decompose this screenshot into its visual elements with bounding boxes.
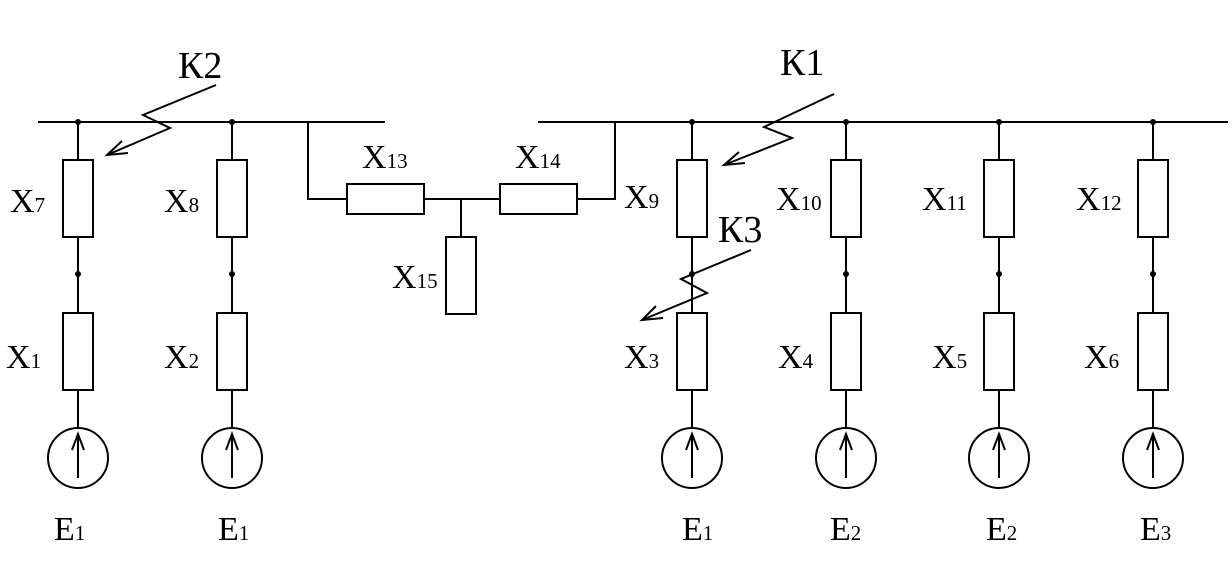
resistor-x8 [216, 159, 248, 238]
label-source-2: E1 [218, 511, 249, 548]
resistor-x11 [983, 159, 1015, 238]
fault-k3-arrow [639, 249, 752, 322]
label-source-6: E3 [1140, 511, 1171, 548]
label-x11: X11 [922, 181, 967, 218]
resistor-x15 [445, 236, 477, 315]
label-x6: X6 [1084, 339, 1119, 376]
label-source-3: E1 [682, 511, 713, 548]
resistor-x9 [676, 159, 708, 238]
label-x13: X13 [362, 139, 408, 176]
label-source-4: E2 [830, 511, 861, 548]
branch-x9-x3 [661, 122, 723, 489]
source-e3 [1122, 427, 1184, 489]
resistor-x3 [676, 312, 708, 391]
fault-k2-arrow [104, 84, 217, 157]
source-e2-b [968, 427, 1030, 489]
resistor-x12 [1137, 159, 1169, 238]
resistor-x13 [346, 183, 425, 215]
resistor-x10 [830, 159, 862, 238]
label-x15: X15 [392, 259, 438, 296]
resistor-x7 [62, 159, 94, 238]
label-x8: X8 [164, 183, 199, 220]
star-network [307, 122, 616, 315]
label-x10: X10 [776, 181, 822, 218]
fault-label-k2: К2 [178, 45, 222, 87]
label-x9: X9 [624, 179, 659, 216]
label-source-1: E1 [54, 511, 85, 548]
source-e1-c [661, 427, 723, 489]
source-e1-b [201, 427, 263, 489]
label-x12: X12 [1076, 181, 1122, 218]
label-x4: X4 [778, 339, 814, 376]
label-x5: X5 [932, 339, 967, 376]
label-x1: X1 [6, 339, 41, 376]
fault-label-k3: К3 [718, 209, 762, 251]
resistor-x14 [499, 183, 578, 215]
resistor-x2 [216, 312, 248, 391]
resistor-x6 [1137, 312, 1169, 391]
source-e2-a [815, 427, 877, 489]
label-x7: X7 [10, 183, 45, 220]
fault-k1-arrow [720, 93, 835, 167]
label-source-5: E2 [986, 511, 1017, 548]
branch-x10-x4 [815, 122, 877, 489]
source-e1-a [47, 427, 109, 489]
resistor-x1 [62, 312, 94, 391]
label-x3: X3 [624, 339, 659, 376]
label-x14: X14 [515, 139, 561, 176]
branch-x8-x2 [201, 122, 263, 489]
resistor-x4 [830, 312, 862, 391]
branch-x7-x1 [47, 122, 109, 489]
label-x2: X2 [164, 339, 199, 376]
branch-x12-x6 [1122, 122, 1184, 489]
branch-x11-x5 [968, 122, 1030, 489]
fault-label-k1: К1 [780, 42, 824, 84]
resistor-x5 [983, 312, 1015, 391]
